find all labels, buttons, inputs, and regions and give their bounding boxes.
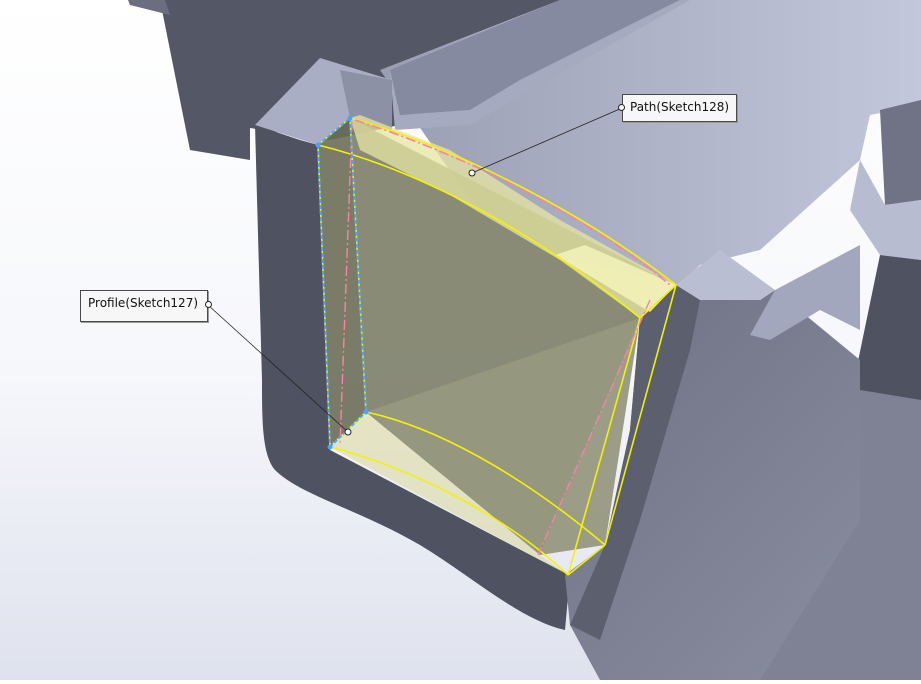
model-right-front-edge — [570, 285, 700, 640]
sweep-front-face — [366, 318, 640, 555]
profile-sketch-points — [315, 115, 369, 450]
path-sketch-line[interactable] — [354, 119, 671, 286]
profile-callout-anchor — [205, 301, 212, 308]
sweep-top-highlight — [555, 245, 676, 312]
path-callout-target — [468, 169, 476, 177]
path-callout-anchor — [618, 104, 625, 111]
model-rear-top — [128, 0, 170, 15]
path-sketch-centerline-right — [537, 299, 651, 556]
model-slot-wall — [390, 0, 690, 130]
model-lower-right — [760, 390, 921, 680]
model-slot-face — [390, 0, 680, 115]
profile-callout[interactable]: Profile(Sketch127) — [80, 290, 212, 322]
path-callout[interactable]: Path(Sketch128) — [618, 94, 737, 122]
path-callout-label: Path(Sketch128) — [630, 100, 730, 114]
model-step-right-top — [850, 160, 921, 260]
sweep-preview[interactable] — [315, 115, 677, 576]
model-right-block-top — [676, 250, 775, 300]
profile-callout-target — [344, 428, 352, 436]
profile-callout-leader — [207, 304, 349, 433]
path-callout-leader — [471, 107, 623, 174]
profile-callout-label: Profile(Sketch127) — [88, 296, 199, 310]
model-right-notch — [750, 245, 860, 340]
model-left-block-side — [340, 70, 392, 130]
model-front-left-face — [255, 125, 570, 630]
model-step-right — [880, 100, 921, 205]
